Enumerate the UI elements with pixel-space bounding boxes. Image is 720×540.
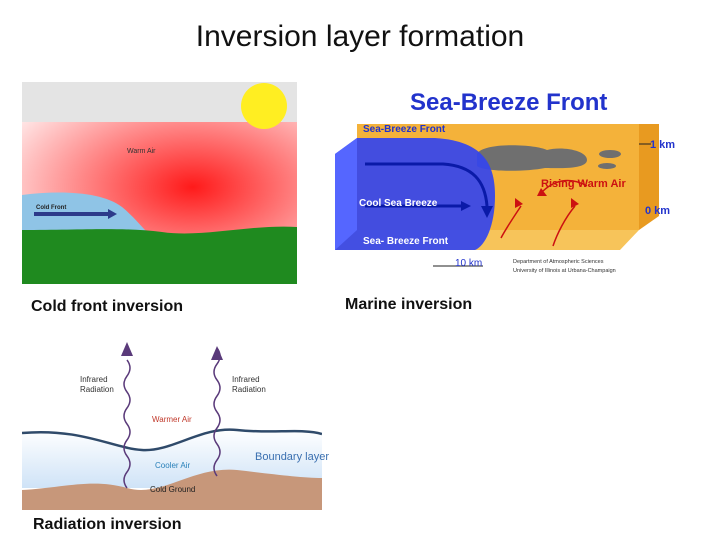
boundary-line	[22, 428, 322, 452]
cold-front-caption: Cold front inversion	[31, 298, 183, 315]
sea-breeze-heading: Sea-Breeze Front	[410, 89, 607, 116]
front-bottom-label: Sea- Breeze Front	[363, 236, 449, 247]
right-radiation-arrow	[213, 347, 221, 477]
marine-caption: Marine inversion	[345, 296, 473, 313]
ten-km-label: 10 km	[455, 258, 482, 269]
cold-front-label: Cold Front	[36, 205, 66, 211]
ir-left-line1: Infrared	[80, 375, 108, 384]
page-title: Inversion layer formation	[195, 20, 525, 53]
sun-icon	[241, 83, 287, 129]
cooler-air-label: Cooler Air	[155, 461, 190, 470]
boundary-layer-label: Boundary layer	[255, 451, 329, 463]
ir-right-line1: Infrared	[232, 375, 260, 384]
sea-breeze-diagram: Sea-Breeze Front Sea-Breeze Front Cool S…	[325, 86, 683, 284]
warmer-air-label: Warmer Air	[152, 415, 192, 424]
ground	[22, 469, 322, 510]
ground	[22, 226, 297, 284]
one-km-label: 1 km	[650, 139, 675, 151]
front-top-label: Sea-Breeze Front	[363, 124, 446, 135]
radiation-diagram: Infrared Radiation Infrared Radiation Wa…	[22, 342, 322, 510]
radiation-caption: Radiation inversion	[33, 516, 182, 533]
cold-ground-label: Cold Ground	[150, 485, 195, 494]
warm-air-label: Warm Air	[127, 148, 156, 155]
cool-breeze-label: Cool Sea Breeze	[359, 198, 438, 209]
cloud	[477, 145, 587, 171]
ir-right-line2: Radiation	[232, 385, 266, 394]
credit-line-1: Department of Atmospheric Sciences	[513, 259, 604, 265]
left-radiation-arrow	[123, 359, 131, 489]
rising-air-label: Rising Warm Air	[541, 178, 626, 190]
cold-front-diagram: Warm Air Cold Front	[22, 82, 297, 284]
credit-line-2: University of Illinois at Urbana-Champai…	[513, 268, 616, 274]
ir-left-line2: Radiation	[80, 385, 114, 394]
sea-breeze-wedge	[335, 138, 495, 250]
zero-km-label: 0 km	[645, 205, 670, 217]
